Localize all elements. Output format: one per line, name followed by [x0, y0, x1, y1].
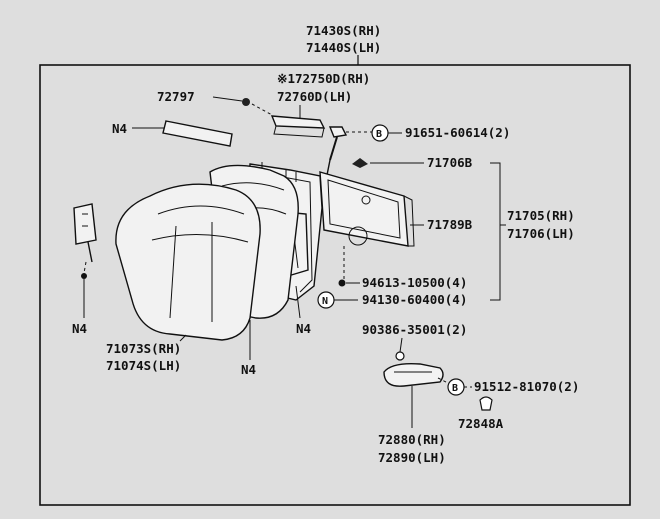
- label-handle-lh: 72890(LH): [378, 450, 446, 465]
- bracket-71705: [490, 162, 501, 301]
- back-board-71789b: [319, 171, 415, 247]
- screw-side-bracket: [81, 273, 87, 279]
- clip-94613: [338, 279, 346, 287]
- label-72797: 72797: [157, 89, 195, 104]
- label-72848a: 72848A: [458, 416, 504, 431]
- hinge-bar: [270, 105, 326, 138]
- leader-72797: [212, 96, 243, 102]
- label-hinge-lh: 72760D(LH): [277, 89, 352, 104]
- side-bracket: [73, 203, 97, 263]
- label-handle-rh: 72880(RH): [378, 432, 446, 447]
- label-clip-90386: 90386-35001(2): [362, 322, 467, 337]
- clip-90386: [395, 351, 405, 361]
- handle-72880: [383, 362, 444, 387]
- label-n4-top: N4: [112, 121, 127, 136]
- label-hinge-rh: ※172750D(RH): [277, 71, 370, 86]
- pin-side-bracket: [83, 261, 87, 274]
- marker-b-2-text: B: [452, 383, 458, 394]
- clip-71706b: [352, 158, 368, 168]
- marker-n-text: N: [322, 296, 328, 307]
- hinge-pin-line: [251, 103, 273, 116]
- label-cover-lh: 71074S(LH): [106, 358, 181, 373]
- label-71705-rh: 71705(RH): [507, 208, 575, 223]
- label-screw-91651: 91651-60614(2): [405, 125, 510, 140]
- label-71706b: 71706B: [427, 155, 473, 170]
- washer-72797: [242, 98, 250, 106]
- seat-cover-71073s: [115, 183, 261, 341]
- label-71706-lh: 71706(LH): [507, 226, 575, 241]
- label-n4-bottom: N4: [241, 362, 256, 377]
- cap-72848a: [479, 396, 493, 411]
- pad-n4-top: [162, 120, 233, 147]
- leader-n4-center: [295, 285, 301, 319]
- label-n4-left: N4: [72, 321, 87, 336]
- label-screw-91512: 91512-81070(2): [474, 379, 579, 394]
- label-cover-rh: 71073S(RH): [106, 341, 181, 356]
- label-71789b: 71789B: [427, 217, 473, 232]
- label-n4-center: N4: [296, 321, 311, 336]
- label-nut-94130: 94130-60400(4): [362, 292, 467, 307]
- label-clip-94613: 94613-10500(4): [362, 275, 467, 290]
- pin-91512: [437, 377, 451, 385]
- diagram-frame: [39, 64, 631, 506]
- label-assy-lh: 71440S(LH): [306, 40, 381, 55]
- leader-90386: [399, 337, 403, 353]
- marker-b-1-text: B: [376, 129, 382, 140]
- label-assy-rh: 71430S(RH): [306, 23, 381, 38]
- leader-71073s: [179, 334, 187, 342]
